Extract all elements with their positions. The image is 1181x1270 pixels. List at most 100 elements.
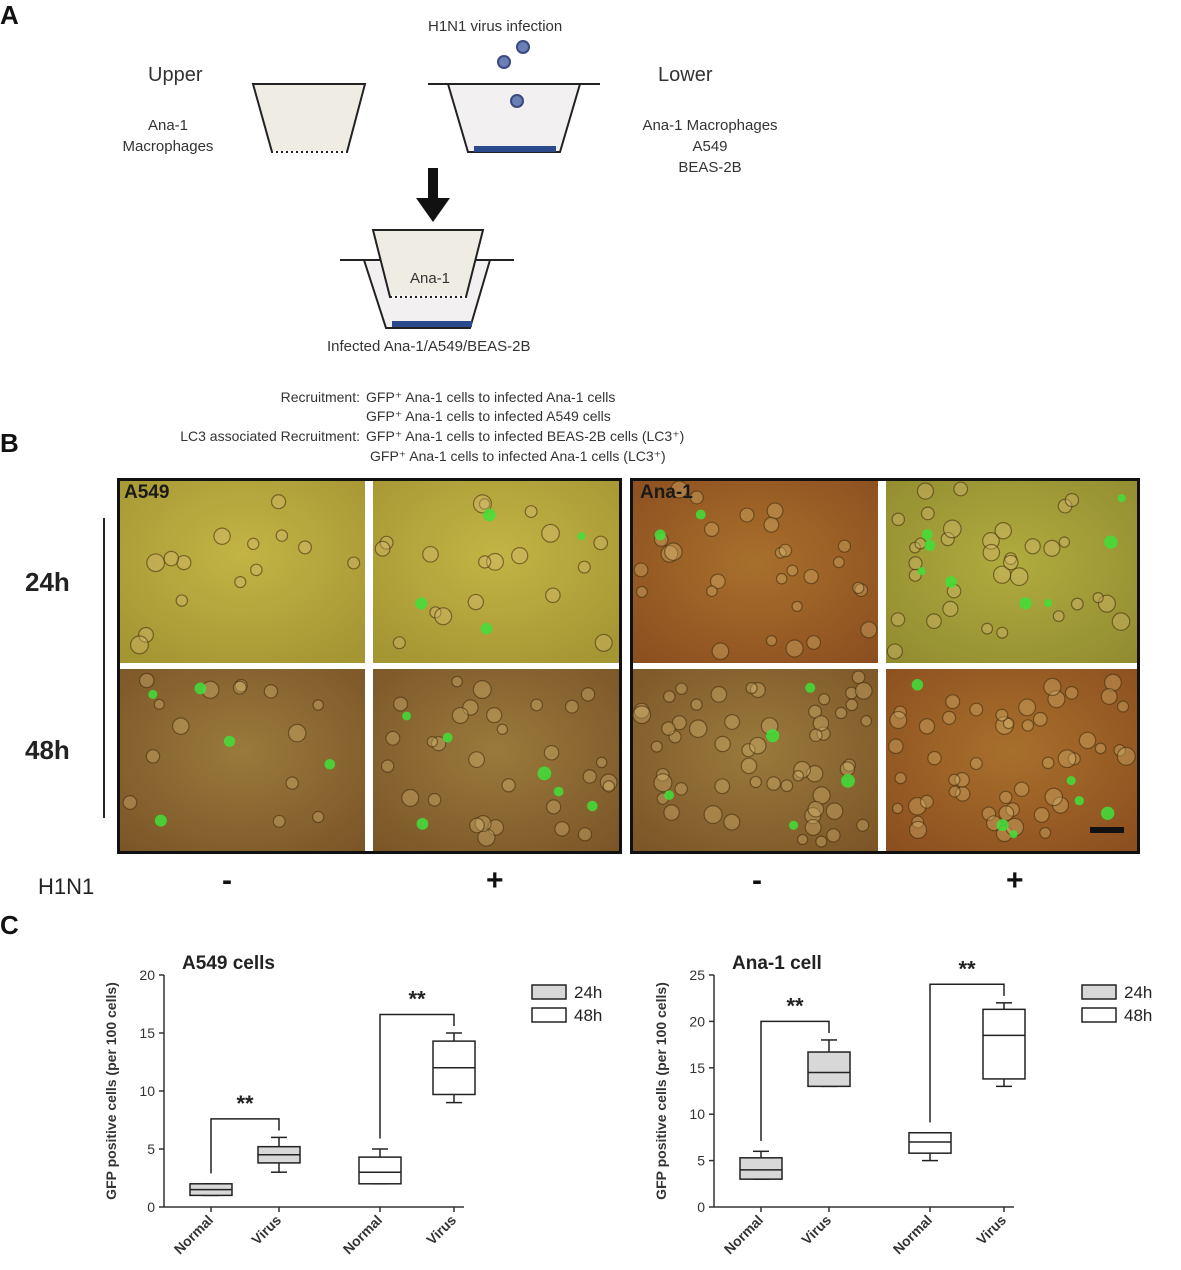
gfp-cell-mark xyxy=(911,679,924,691)
combined-cell-layer xyxy=(392,321,472,327)
gfp-cell-mark xyxy=(324,759,336,770)
cell-mark xyxy=(969,702,984,717)
y-tick-label: 0 xyxy=(147,1199,155,1215)
cell-mark xyxy=(1002,554,1019,571)
gfp-cell-mark xyxy=(917,567,926,576)
cell-mark xyxy=(541,523,560,543)
legend-label: 24h xyxy=(574,983,602,1002)
lower-well xyxy=(446,83,582,153)
cell-mark xyxy=(270,494,287,510)
cell-mark xyxy=(890,612,906,627)
legend-swatch xyxy=(531,1007,567,1023)
gfp-cell-mark xyxy=(654,529,666,541)
significance-bracket xyxy=(210,1118,280,1174)
cell-mark xyxy=(714,778,731,795)
recruit-label: Recruitment: xyxy=(280,389,360,405)
cell-mark xyxy=(655,767,670,782)
x-tick-label: Virus xyxy=(248,1212,284,1248)
gfp-cell-mark xyxy=(695,509,706,520)
cell-mark xyxy=(803,568,819,585)
bottom-caption: Infected Ana-1/A549/BEAS-2B xyxy=(327,338,531,355)
y-tick-label: 15 xyxy=(139,1025,155,1041)
box-body xyxy=(807,1051,851,1088)
cell-mark xyxy=(663,804,680,821)
cell-mark xyxy=(1116,700,1130,713)
cell-mark xyxy=(1092,592,1104,604)
cell-mark xyxy=(889,710,908,730)
y-axis-label: GFP positive cells (per 100 cells) xyxy=(653,982,669,1200)
cell-mark xyxy=(914,537,927,550)
recruit-text: GFP⁺ Ana-1 cells to infected Ana-1 cells… xyxy=(370,448,666,464)
h1n1-label: H1N1 xyxy=(38,874,95,899)
cell-mark xyxy=(690,698,703,711)
y-tick-label: 20 xyxy=(139,967,155,983)
lower-cell-layer xyxy=(474,146,556,152)
cell-mark xyxy=(891,802,904,815)
lower-cells-line: A549 xyxy=(692,138,728,155)
y-tick-label: 20 xyxy=(689,1013,705,1029)
cell-mark xyxy=(632,705,652,725)
panel-letter-c: C xyxy=(0,910,19,940)
cell-mark xyxy=(825,802,844,820)
cell-mark xyxy=(545,587,561,604)
upper-insert xyxy=(251,83,367,153)
cell-mark xyxy=(472,494,493,514)
cell-mark xyxy=(786,564,799,577)
cell-mark xyxy=(1039,826,1052,839)
cell-mark xyxy=(926,613,942,630)
gfp-cell-mark xyxy=(442,732,453,743)
sign-minus: - xyxy=(752,864,762,897)
cell-mark xyxy=(839,761,856,777)
gfp-cell-mark xyxy=(921,529,933,540)
cell-mark xyxy=(153,698,165,710)
cell-mark xyxy=(745,681,758,695)
chart-title: Ana-1 cell xyxy=(732,953,822,974)
significance-bracket xyxy=(379,1013,455,1139)
cell-mark xyxy=(1078,731,1097,750)
cell-mark xyxy=(250,563,263,577)
cell-mark xyxy=(486,552,504,571)
gfp-cell-mark xyxy=(154,814,167,827)
cell-mark xyxy=(724,714,741,730)
cell-mark xyxy=(122,795,138,810)
cell-mark xyxy=(748,736,767,755)
cell-mark xyxy=(888,738,904,754)
y-tick-label: 15 xyxy=(689,1060,705,1076)
gfp-cell-mark xyxy=(805,682,816,693)
lower-cells-label: Ana-1 Macrophages A549 BEAS-2B xyxy=(630,115,790,178)
sign-plus: + xyxy=(1006,864,1024,897)
lower-cells-line: BEAS-2B xyxy=(678,159,742,176)
cell-mark xyxy=(650,740,663,753)
panel-letter-a: A xyxy=(0,0,19,30)
combined-insert xyxy=(371,229,485,298)
cell-mark xyxy=(662,690,676,703)
cell-mark xyxy=(1058,536,1071,548)
gfp-cell-mark xyxy=(194,682,207,695)
cell-mark xyxy=(948,773,961,787)
significance-label: ** xyxy=(408,986,426,1011)
cell-mark xyxy=(1104,673,1122,692)
sign-plus: + xyxy=(486,864,504,897)
cell-mark xyxy=(981,806,997,821)
cell-mark xyxy=(886,643,903,660)
legend-label: 48h xyxy=(574,1006,602,1025)
x-tick-label: Virus xyxy=(423,1212,459,1248)
cell-mark xyxy=(401,788,420,807)
virus-particle-icon xyxy=(497,55,511,69)
cell-mark xyxy=(806,635,822,650)
gfp-cell-mark xyxy=(415,597,428,610)
cell-mark xyxy=(496,723,509,735)
gfp-cell-mark xyxy=(924,539,936,551)
cell-mark xyxy=(486,707,503,724)
x-tick-label: Virus xyxy=(973,1212,1009,1248)
cell-mark xyxy=(981,622,994,635)
cell-mark xyxy=(710,686,728,703)
micrograph-grid xyxy=(103,478,1140,854)
cell-mark xyxy=(908,820,928,840)
cell-mark xyxy=(675,682,688,695)
chart-title: A549 cells xyxy=(182,953,275,974)
gfp-cell-mark xyxy=(587,800,598,812)
gfp-cell-mark xyxy=(537,766,552,781)
cell-mark xyxy=(775,572,788,585)
gfp-cell-mark xyxy=(1074,795,1084,806)
